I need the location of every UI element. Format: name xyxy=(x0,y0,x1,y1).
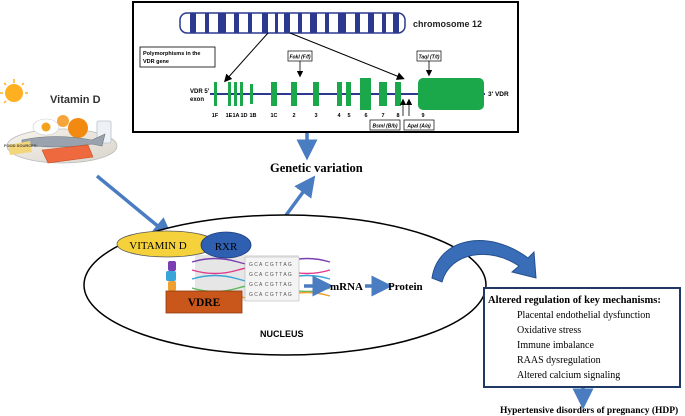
exon-label: 4 xyxy=(337,113,341,119)
exon-label: 1F xyxy=(212,113,219,119)
exon-label: 6 xyxy=(364,113,367,119)
exon-1a xyxy=(234,82,237,106)
vdre-label: VDRE xyxy=(188,297,221,309)
exon-1e xyxy=(228,82,231,106)
exon-7 xyxy=(379,82,387,106)
taqi-label: TaqI (T/t) xyxy=(419,55,440,61)
svg-text:G C A C G T T A G: G C A C G T T A G xyxy=(249,262,292,268)
apai-box xyxy=(403,119,435,131)
protein-label: Protein xyxy=(388,281,423,293)
foki-label: FokI (F/f) xyxy=(289,55,310,61)
food-sources-label: FOOD SOURCES: xyxy=(4,143,38,148)
nucleus-label: NUCLEUS xyxy=(260,329,304,339)
dna-sequence-strip xyxy=(244,256,300,302)
exon-9 xyxy=(418,78,484,110)
exon-4 xyxy=(337,82,342,106)
vdre-box xyxy=(165,290,243,314)
orange-icon xyxy=(68,118,88,138)
exon-1c xyxy=(271,82,277,106)
exon-label: 5 xyxy=(347,113,350,119)
exon-labels: 1F 1E 1A 1D 1B 1C 2 3 4 5 6 7 8 9 xyxy=(212,113,425,119)
vdr-gene-panel: chromosome 12 Polymorphisms in the VDR g… xyxy=(132,1,519,133)
mechanism-item: Immune imbalance xyxy=(517,340,594,351)
exon-1d xyxy=(240,82,243,106)
exon-label: 8 xyxy=(396,113,399,119)
exon-label: 1A xyxy=(232,113,239,119)
exon-label: 1B xyxy=(249,113,256,119)
exon-label: 2 xyxy=(292,113,295,119)
exon-label: 1D xyxy=(240,113,247,119)
bsmi-label: BsmI (B/b) xyxy=(373,124,398,130)
mrna-label: mRNA xyxy=(330,281,363,293)
exon-3 xyxy=(313,82,319,106)
vdr-3prime-label: 3' VDR xyxy=(488,91,509,98)
vitamin-d-illustration: Vitamin D FOOD SOURCES: xyxy=(0,79,118,164)
apai-label: ApaI (A/a) xyxy=(406,124,431,130)
mechanisms-box xyxy=(483,287,681,388)
exon-1b xyxy=(250,84,253,104)
genetic-variation-label: Genetic variation xyxy=(270,161,363,175)
salmon-icon xyxy=(41,144,94,164)
exon-blocks xyxy=(214,78,484,110)
chromosome-ideogram xyxy=(179,12,406,34)
exon-label: 9 xyxy=(421,113,424,119)
exon-6 xyxy=(360,78,371,110)
svg-text:G C A C G T T A G: G C A C G T T A G xyxy=(249,272,292,278)
exon-8 xyxy=(395,82,401,106)
dna-strands: G C A C G T T A G G C A C G T T A G G C … xyxy=(191,255,331,302)
chromosome-label: chromosome 12 xyxy=(413,19,482,29)
fish-icon xyxy=(21,133,106,148)
exon-label: 1C xyxy=(270,113,277,119)
exon-label: 7 xyxy=(381,113,384,119)
vitamin-d-title: Vitamin D xyxy=(50,94,101,106)
rxr-ellipse xyxy=(200,231,252,259)
rxr-label: RXR xyxy=(215,241,238,253)
mechanisms-title: Altered regulation of key mechanisms: xyxy=(488,295,661,306)
cheese-icon xyxy=(8,141,32,155)
bsmi-box xyxy=(369,119,401,131)
mechanism-item: Altered calcium signaling xyxy=(517,370,620,381)
exon-5 xyxy=(346,82,351,106)
vdr-5prime-label: VDR 5' exon xyxy=(190,89,211,103)
mechanism-item: Placental endothelial dysfunction xyxy=(517,310,650,321)
hdp-outcome-label: Hypertensive disorders of pregnancy (HDP… xyxy=(500,405,678,416)
mechanism-item: Oxidative stress xyxy=(517,325,581,336)
sun-icon xyxy=(0,79,28,104)
svg-text:G C A C G T T A G: G C A C G T T A G xyxy=(249,292,292,298)
exon-2 xyxy=(291,82,297,106)
polymorphism-box-label: Polymorphisms in the VDR gene xyxy=(143,51,202,65)
exon-label: 3 xyxy=(314,113,317,119)
exon-1f xyxy=(214,82,217,106)
mechanism-item: RAAS dysregulation xyxy=(517,355,601,366)
polymorphism-box xyxy=(139,46,216,68)
vitamin-d-ellipse-label: VITAMIN D xyxy=(129,240,187,252)
curved-arrow-protein-to-mechanisms xyxy=(431,240,537,283)
svg-text:G C A C G T T A G: G C A C G T T A G xyxy=(249,282,292,288)
exon-label: 1E xyxy=(226,113,233,119)
arrow-vitamin-to-nucleus xyxy=(95,174,174,239)
